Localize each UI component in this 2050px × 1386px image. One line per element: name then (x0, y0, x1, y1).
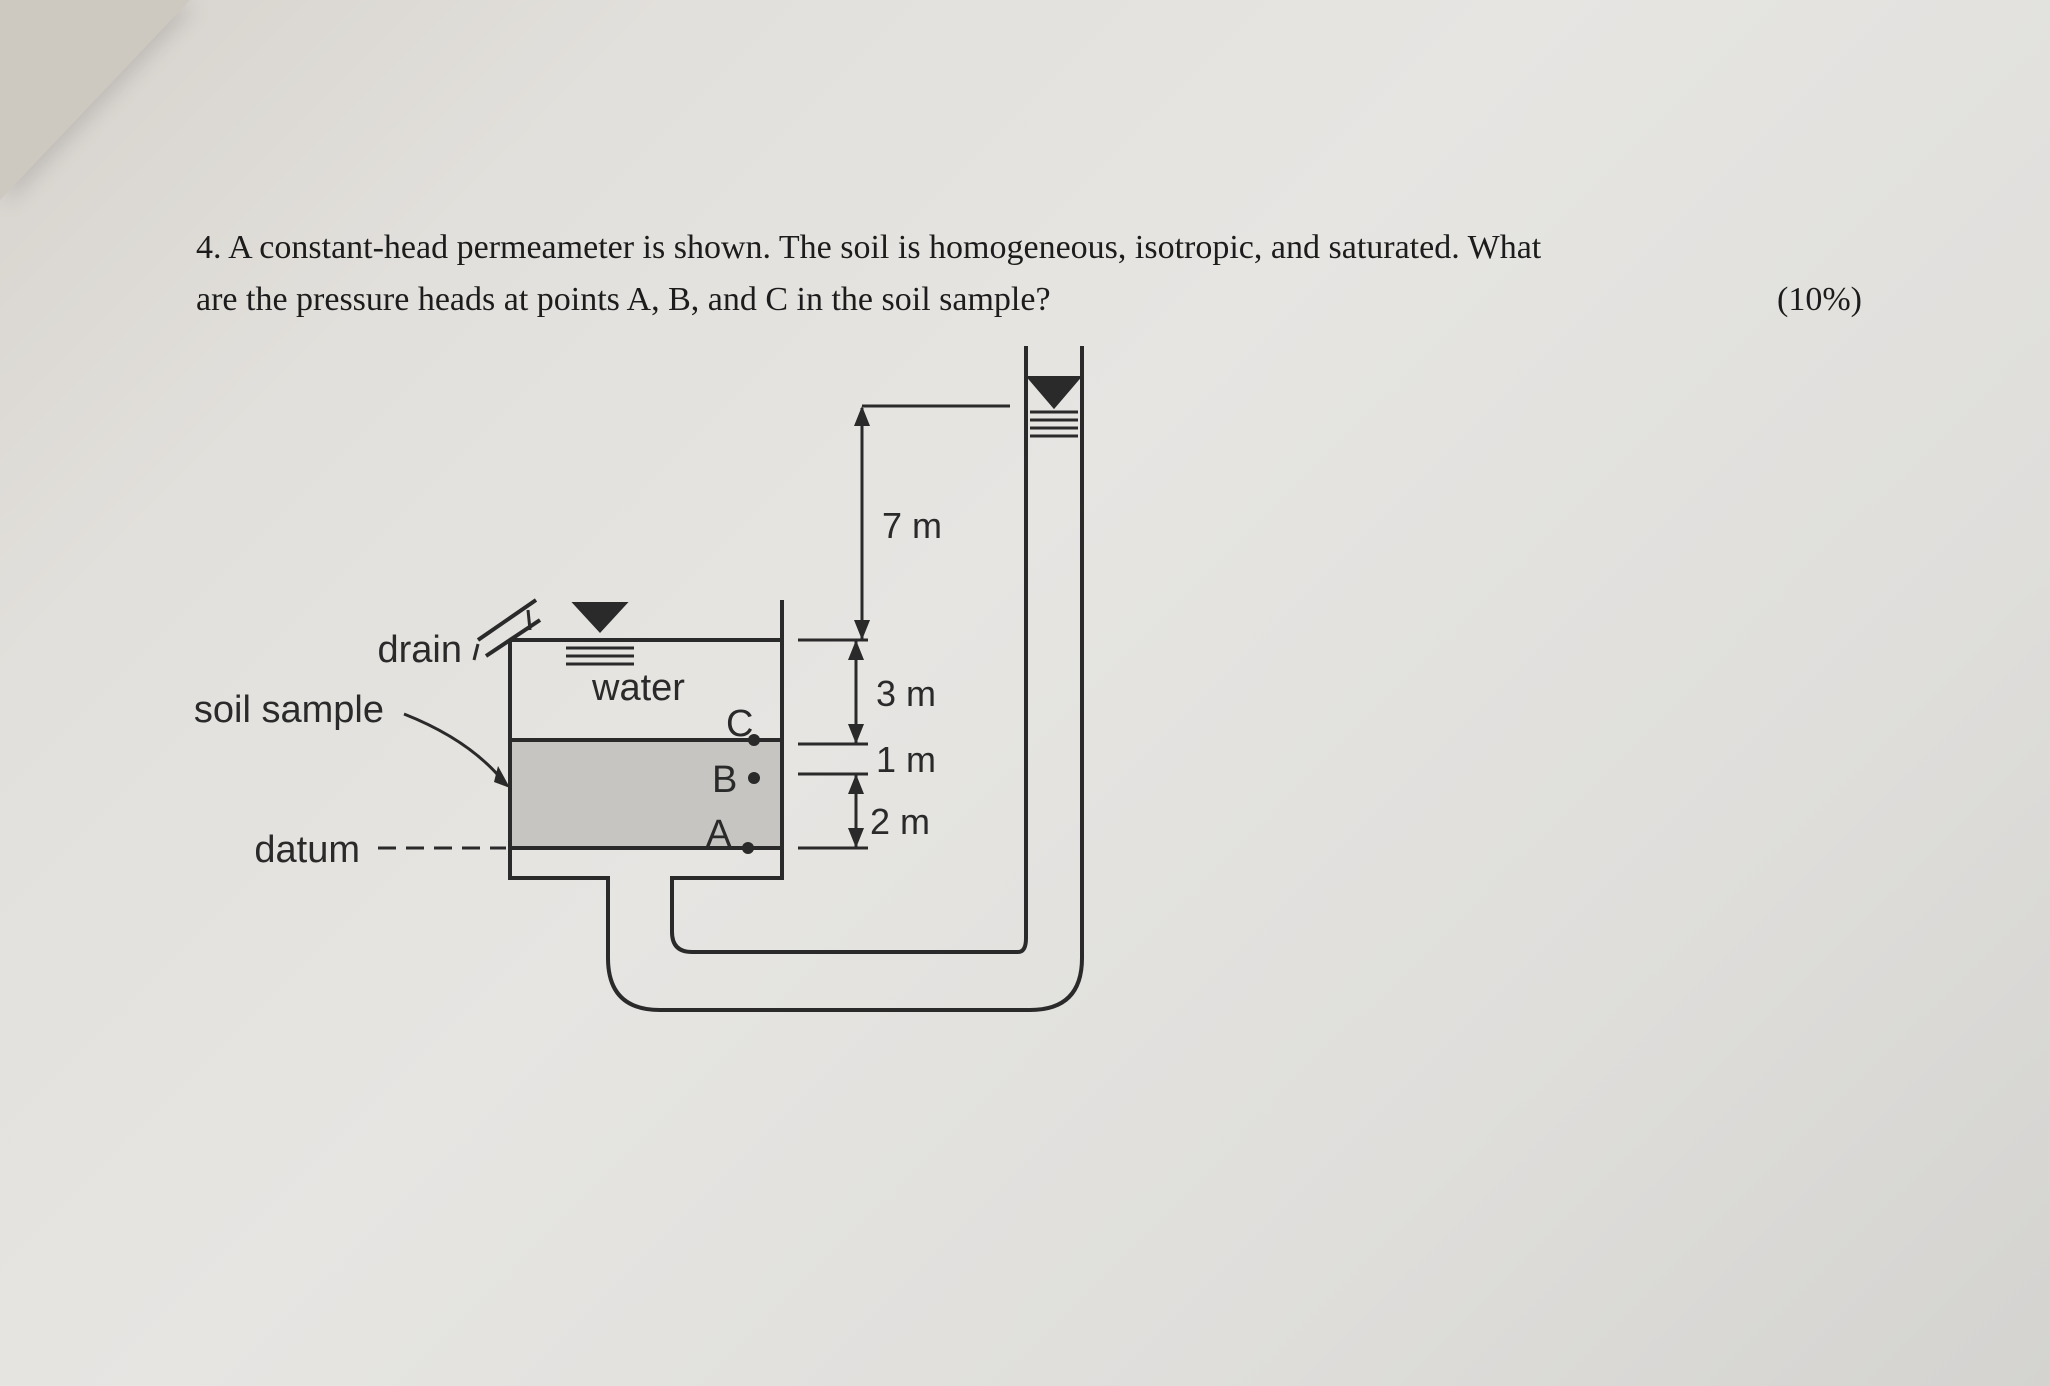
point-a-dot (742, 842, 754, 854)
datum-label: datum (254, 829, 360, 871)
water-level-triangle-tank (571, 602, 629, 633)
dimension-3m-label: 3 m (876, 673, 936, 714)
soil-sample-region (508, 738, 784, 850)
dimension-2m-label: 2 m (870, 801, 930, 842)
question-line-2-text: are the pressure heads at points A, B, a… (196, 281, 1051, 318)
point-b-dot (748, 772, 760, 784)
drain-pipe-cap (526, 609, 532, 631)
dimension-1m-label: 1 m (876, 739, 936, 780)
soil-sample-label: soil sample (194, 689, 384, 731)
water-level-triangle-standpipe (1025, 376, 1083, 410)
drain-label: drain (378, 629, 463, 671)
points-value: (10%) (1777, 281, 1862, 318)
question-text: 4. A constant-head permeameter is shown.… (196, 222, 1866, 326)
soil-sample-leader (403, 712, 506, 783)
point-c-label: C (726, 703, 753, 745)
question-line-1: 4. A constant-head permeameter is shown.… (196, 229, 1542, 266)
question-line-2: are the pressure heads at points A, B, a… (196, 274, 1866, 326)
water-label: water (591, 667, 685, 709)
point-a-label: A (706, 813, 732, 855)
tank-inner-wall (670, 346, 1028, 954)
drain-pipe-upper (476, 598, 538, 642)
page-fold-shadow (0, 0, 190, 200)
point-b-label: B (712, 759, 737, 801)
tank-outer-wall (508, 346, 1084, 1012)
point-c-dot (748, 734, 760, 746)
dimension-7m-label: 7 m (882, 505, 942, 546)
